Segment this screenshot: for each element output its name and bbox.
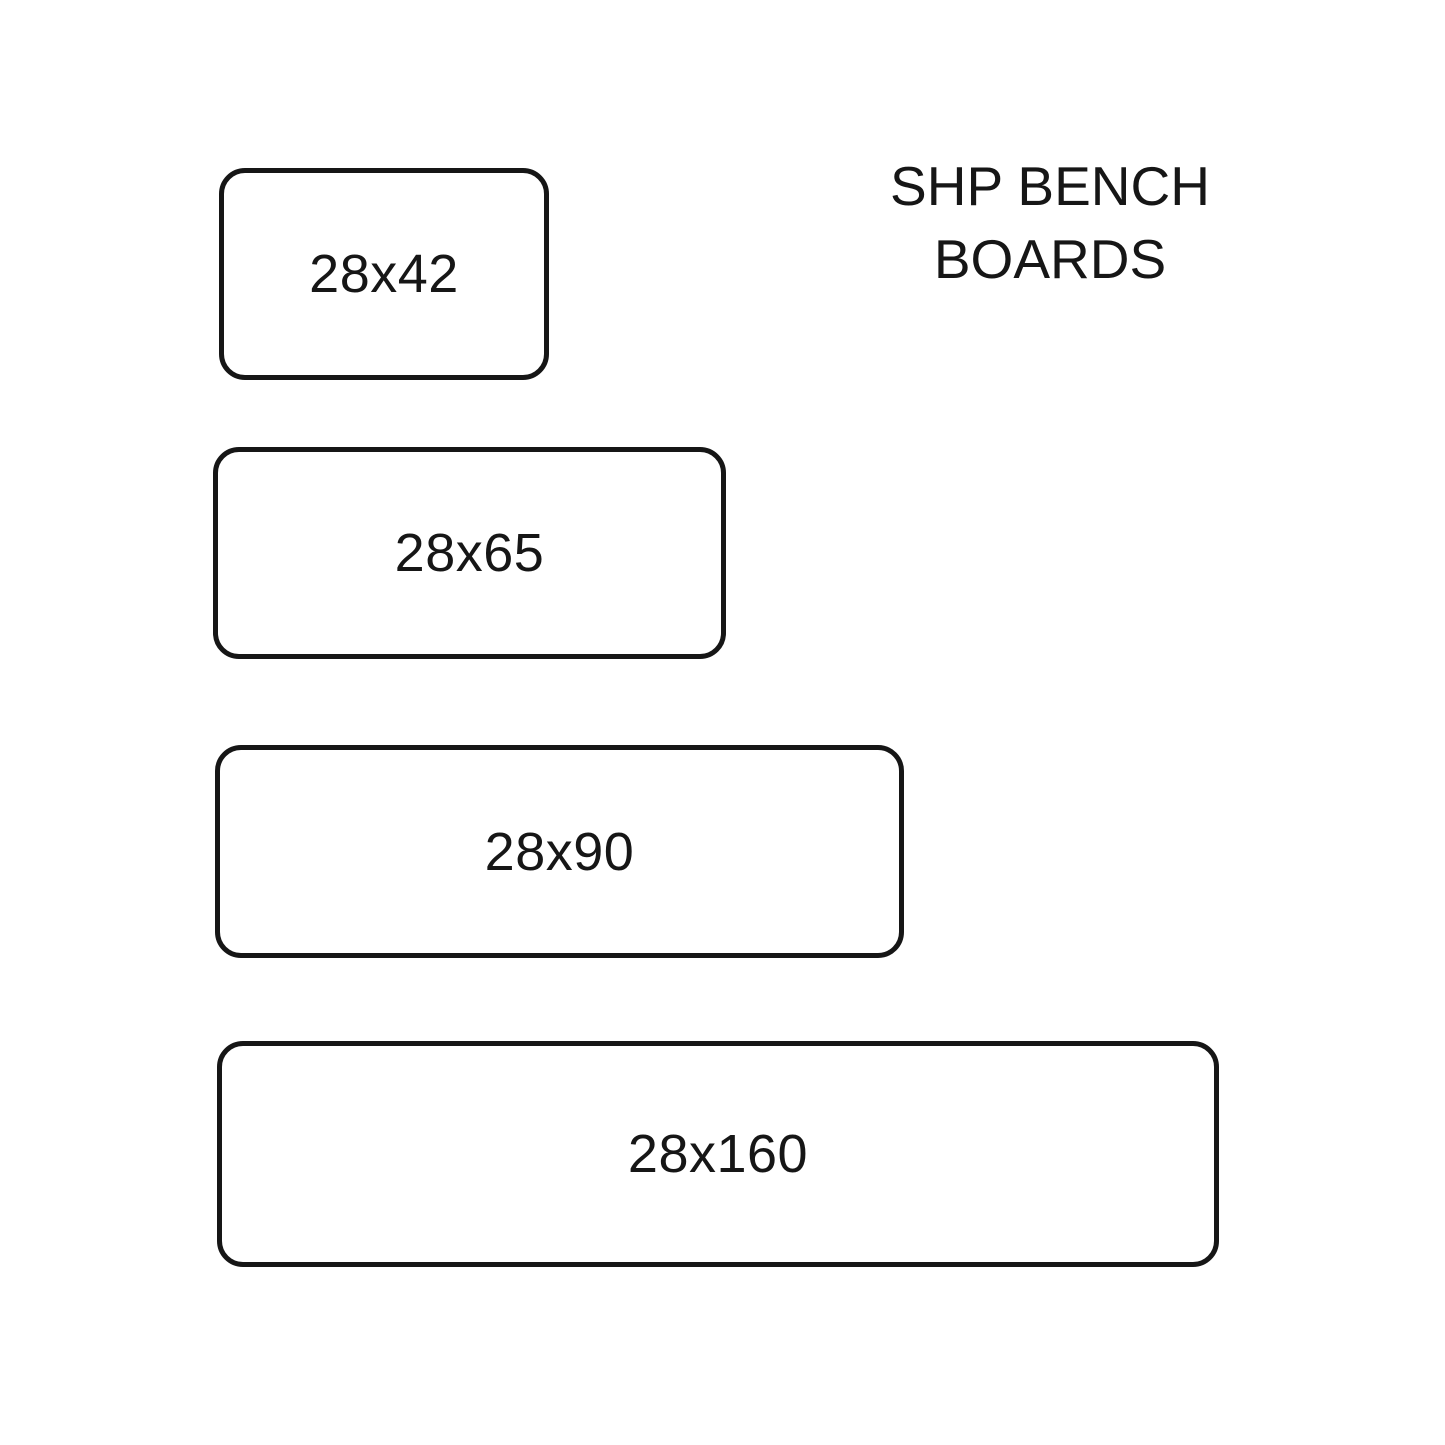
board-28x42-label: 28x42	[309, 244, 459, 304]
board-28x160-label: 28x160	[627, 1124, 809, 1184]
board-28x65-label: 28x65	[394, 523, 545, 583]
title-line-1: SHP BENCH	[890, 155, 1210, 217]
diagram-title: SHP BENCH BOARDS	[849, 150, 1251, 296]
board-28x65: 28x65	[213, 447, 726, 659]
board-28x160: 28x160	[217, 1041, 1219, 1267]
board-28x42: 28x42	[219, 168, 549, 380]
board-28x90-label: 28x90	[484, 821, 635, 882]
board-28x90: 28x90	[215, 745, 904, 958]
title-line-2: BOARDS	[933, 228, 1167, 290]
